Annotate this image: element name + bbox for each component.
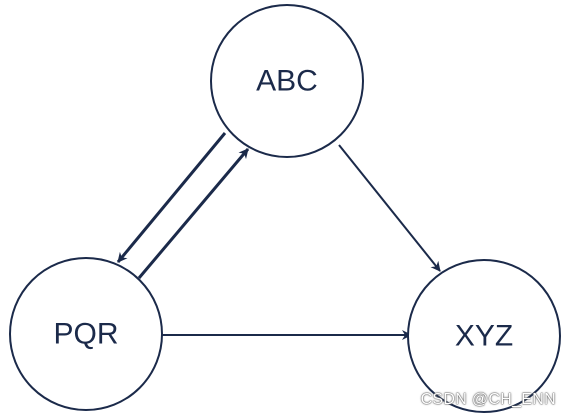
node-abc: ABC [210, 4, 364, 158]
edge-pqr-to-abc [137, 148, 250, 279]
watermark-text: CSDN @CH_ENN [420, 391, 556, 408]
node-xyz-circle [407, 259, 561, 413]
node-xyz-label: XYZ [455, 320, 513, 353]
node-xyz: XYZ [407, 259, 561, 413]
edge-abc-to-pqr [116, 132, 227, 263]
node-pqr: PQR [9, 257, 163, 411]
node-abc-circle [210, 4, 364, 158]
edge-abc-to-xyz [338, 144, 441, 272]
node-abc-label: ABC [256, 65, 318, 98]
node-pqr-circle [9, 257, 163, 411]
node-pqr-label: PQR [53, 318, 118, 351]
